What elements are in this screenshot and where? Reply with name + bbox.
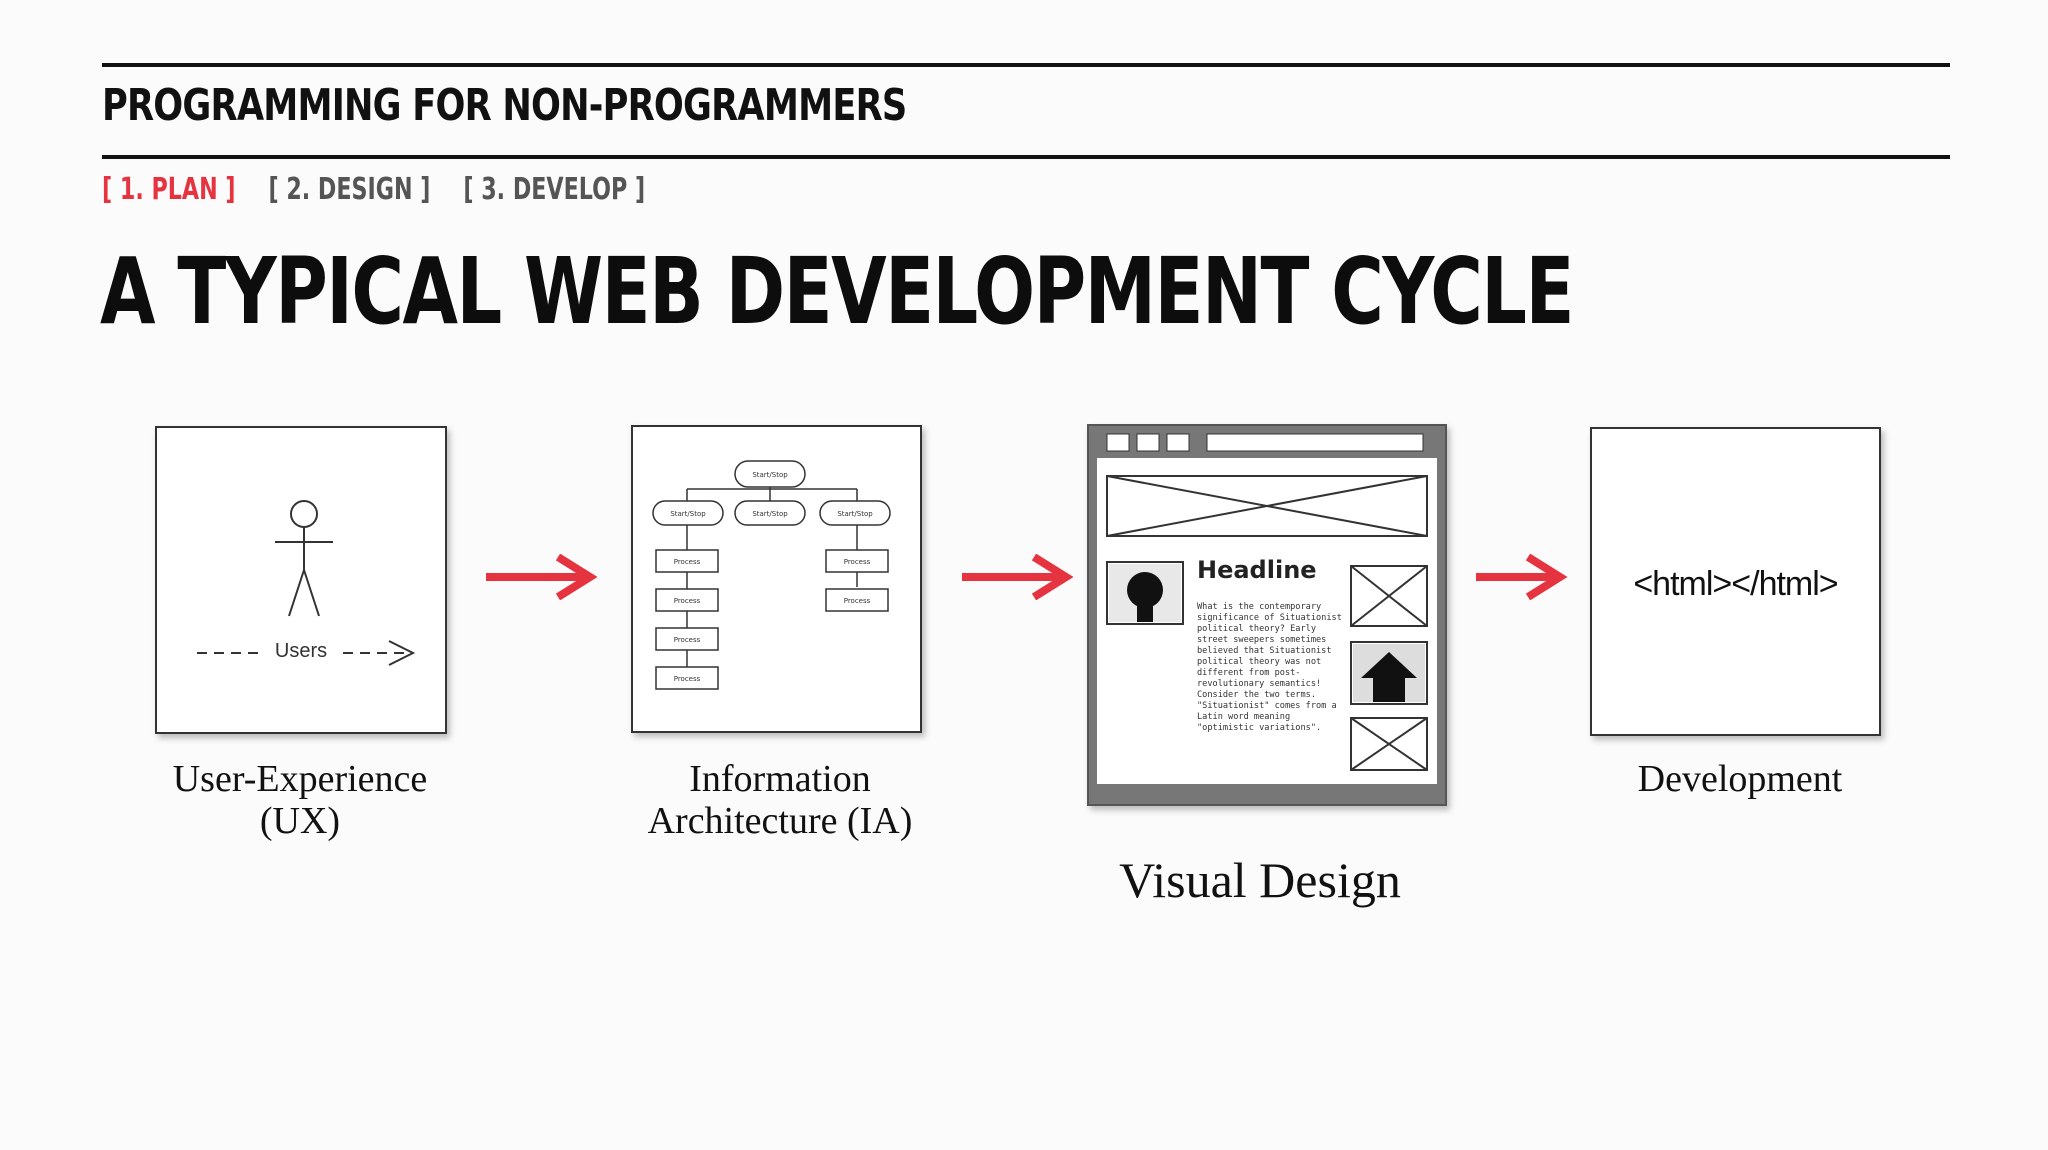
arrow-icon: [486, 554, 598, 600]
series-title: PROGRAMMING FOR NON-PROGRAMMERS: [102, 80, 907, 131]
fc-node-5: Process: [674, 558, 701, 566]
breadcrumb: [ 1. PLAN ] [ 2. DESIGN ] [ 3. DEVELOP ]: [102, 172, 670, 207]
top-rule: [102, 63, 1950, 67]
code-icon: <html></html>: [1633, 565, 1838, 603]
body-line: Latin word meaning: [1197, 712, 1291, 722]
ia-caption-line2: Architecture (IA): [647, 800, 913, 842]
fc-node-9: Process: [844, 558, 871, 566]
house-icon: [1353, 644, 1425, 702]
ia-caption-line1: Information: [689, 758, 871, 800]
breadcrumb-design[interactable]: [ 2. DESIGN ]: [268, 172, 431, 207]
fc-node-1: Start/Stop: [752, 471, 788, 479]
page-wireframe-icon: [1089, 426, 1445, 804]
fc-node-6: Process: [674, 597, 701, 605]
header-rule: [102, 155, 1950, 159]
users-label: Users: [274, 640, 328, 662]
ux-caption: User-Experience (UX): [120, 758, 480, 842]
arrow-icon: [962, 554, 1074, 600]
development-caption: Development: [1637, 758, 1843, 800]
body-line: street sweepers sometimes: [1197, 635, 1327, 645]
fc-node-7: Process: [674, 636, 701, 644]
ux-caption-line1: User-Experience: [172, 758, 428, 800]
stick-figure-icon: [197, 500, 416, 666]
body-line: political theory was not: [1197, 657, 1322, 667]
ia-card: Start/Stop Start/Stop Start/Stop Start/S…: [631, 425, 922, 733]
fc-node-10: Process: [844, 597, 871, 605]
body-line: significance of Situationist: [1197, 613, 1342, 623]
arrow-icon: [1476, 554, 1568, 600]
breadcrumb-develop[interactable]: [ 3. DEVELOP ]: [463, 172, 646, 207]
visual-design-caption: Visual Design: [1119, 852, 1401, 908]
visual-design-card: Headline What is the contemporary signif…: [1087, 424, 1447, 806]
portrait-icon: [1109, 564, 1181, 622]
fc-node-4: Start/Stop: [837, 510, 873, 518]
body-line: different from post-: [1197, 668, 1301, 678]
fc-node-3: Start/Stop: [752, 510, 788, 518]
body-line: revolutionary semantics!: [1197, 679, 1322, 689]
fc-node-2: Start/Stop: [670, 510, 706, 518]
wireframe-body: What is the contemporary significance of…: [1197, 602, 1347, 734]
development-card: <html></html>: [1590, 427, 1881, 736]
ia-caption: Information Architecture (IA): [595, 758, 965, 842]
breadcrumb-plan[interactable]: [ 1. PLAN ]: [102, 172, 236, 207]
ux-caption-line2: (UX): [259, 800, 341, 842]
body-line: believed that Situationist: [1197, 646, 1332, 656]
fc-node-8: Process: [674, 675, 701, 683]
body-line: "Situationist" comes from a: [1197, 701, 1337, 711]
body-line: political theory? Early: [1197, 624, 1316, 634]
body-line: "optimistic variations".: [1197, 723, 1322, 733]
body-line: What is the contemporary: [1197, 602, 1322, 612]
ux-card: Users: [155, 426, 447, 734]
slide-title: A TYPICAL WEB DEVELOPMENT CYCLE: [100, 238, 1574, 345]
flowchart-icon: Start/Stop Start/Stop Start/Stop Start/S…: [652, 460, 891, 690]
wireframe-headline: Headline: [1197, 556, 1317, 584]
body-line: Consider the two terms.: [1197, 690, 1316, 700]
